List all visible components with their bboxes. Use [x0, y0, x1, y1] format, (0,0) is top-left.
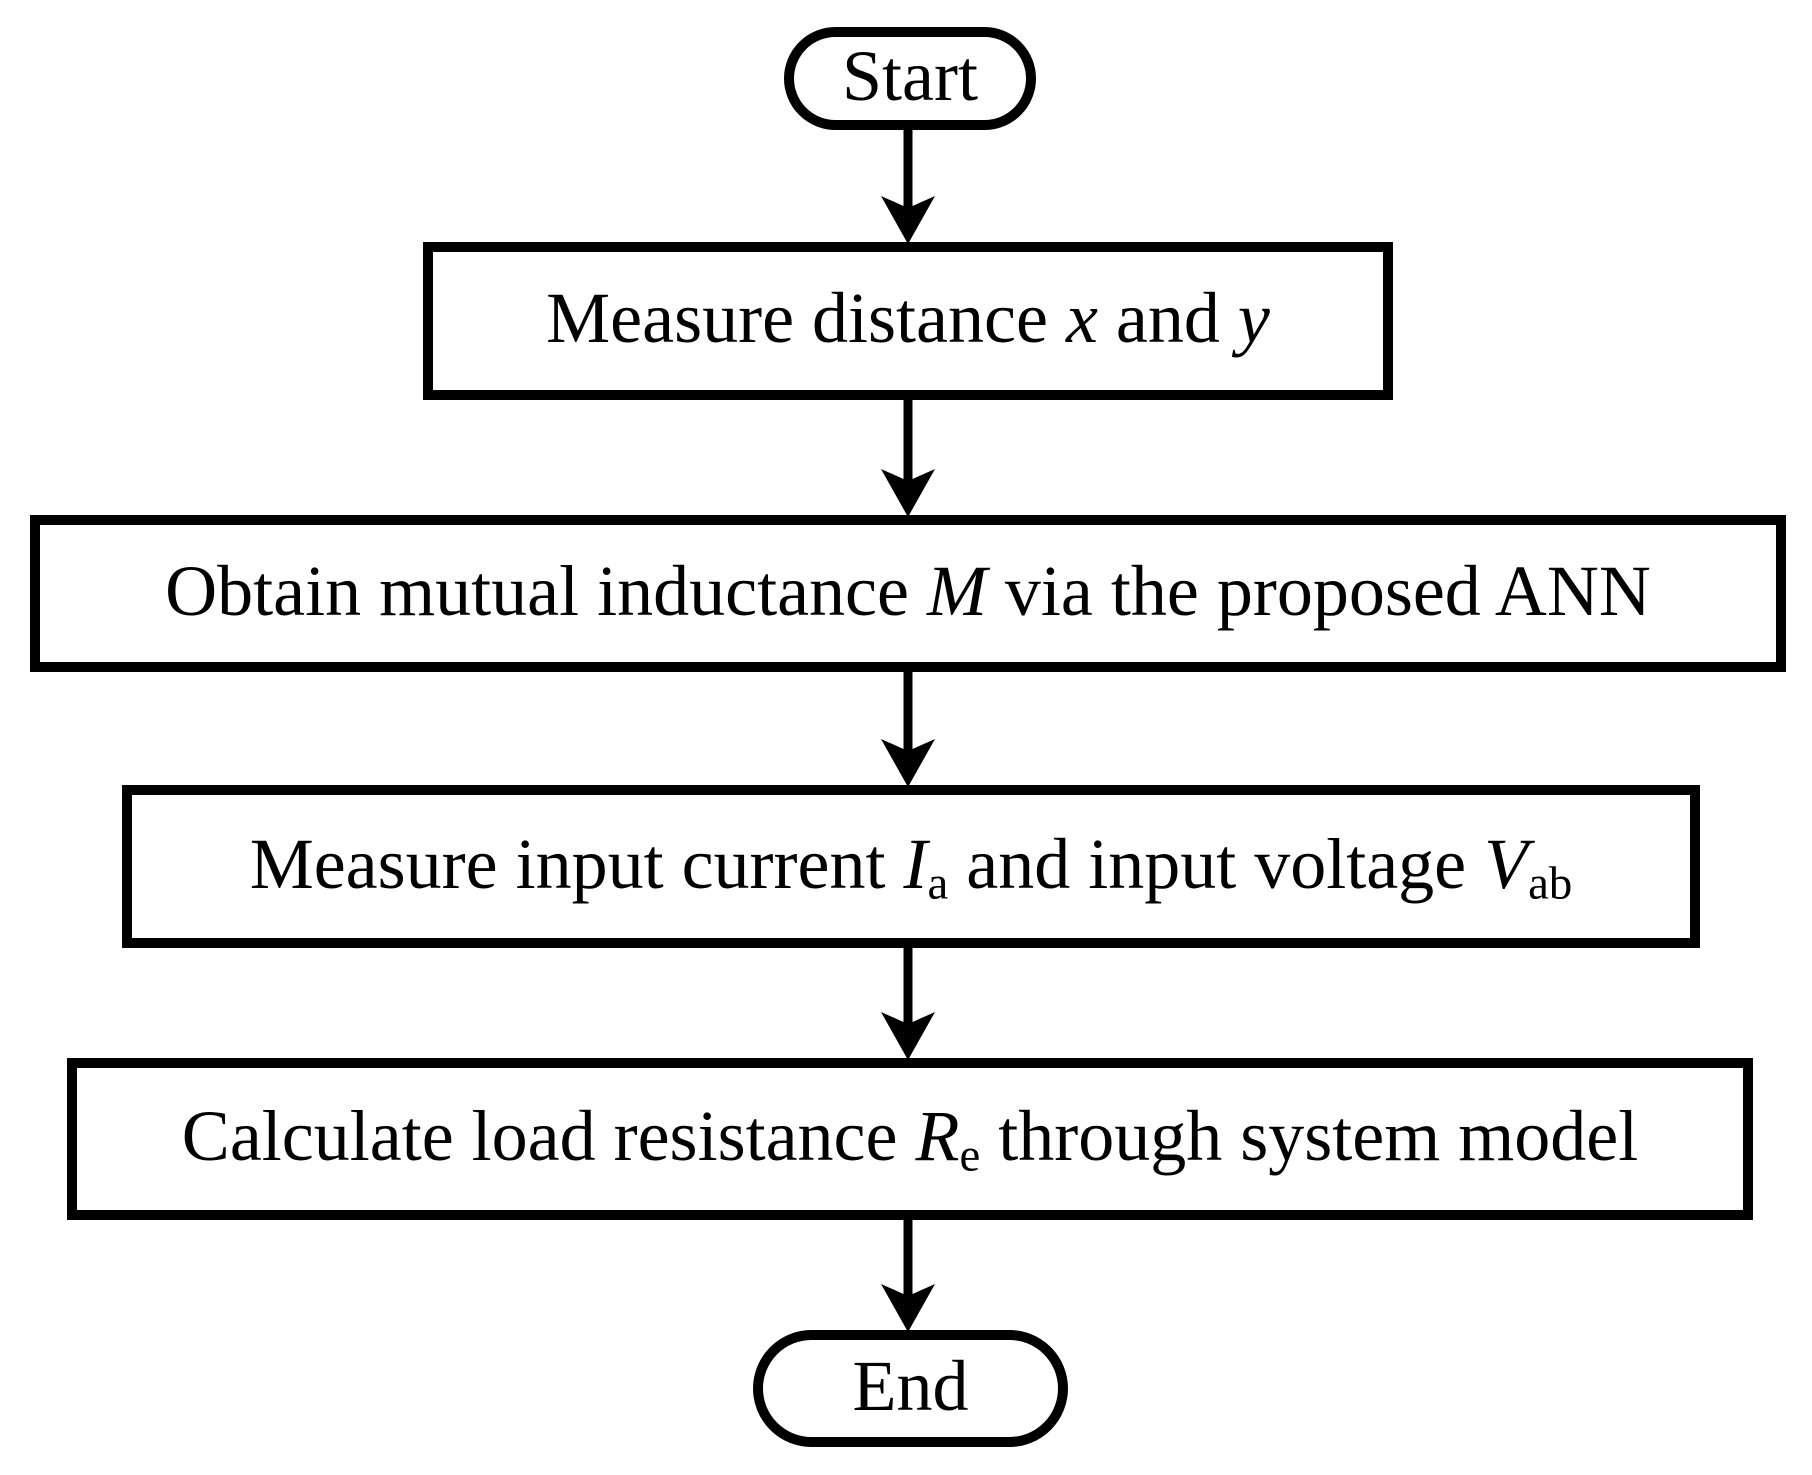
process-calculate-load-resistance: Calculate load resistance Re through sys…: [67, 1058, 1753, 1220]
process-measure-current-voltage-label: Measure input current Ia and input volta…: [249, 823, 1573, 909]
end-label: End: [852, 1345, 969, 1426]
process-calculate-load-resistance-label: Calculate load resistance Re through sys…: [181, 1096, 1639, 1182]
arrow-step4-to-end: [881, 1216, 935, 1332]
process-obtain-mutual-inductance-label: Obtain mutual inductance M via the propo…: [165, 550, 1651, 631]
process-obtain-mutual-inductance: Obtain mutual inductance M via the propo…: [30, 515, 1786, 672]
start-terminator: Start: [784, 27, 1036, 130]
arrow-step1-to-step2: [881, 394, 935, 517]
arrow-step3-to-step4: [881, 944, 935, 1060]
process-measure-distance-label: Measure distance x and y: [546, 278, 1270, 358]
arrow-start-to-step1: [881, 126, 935, 244]
process-measure-distance: Measure distance x and y: [423, 242, 1393, 400]
process-measure-current-voltage: Measure input current Ia and input volta…: [122, 785, 1700, 948]
end-terminator: End: [753, 1330, 1068, 1447]
arrow-step2-to-step3: [881, 666, 935, 787]
start-label: Start: [842, 35, 978, 116]
